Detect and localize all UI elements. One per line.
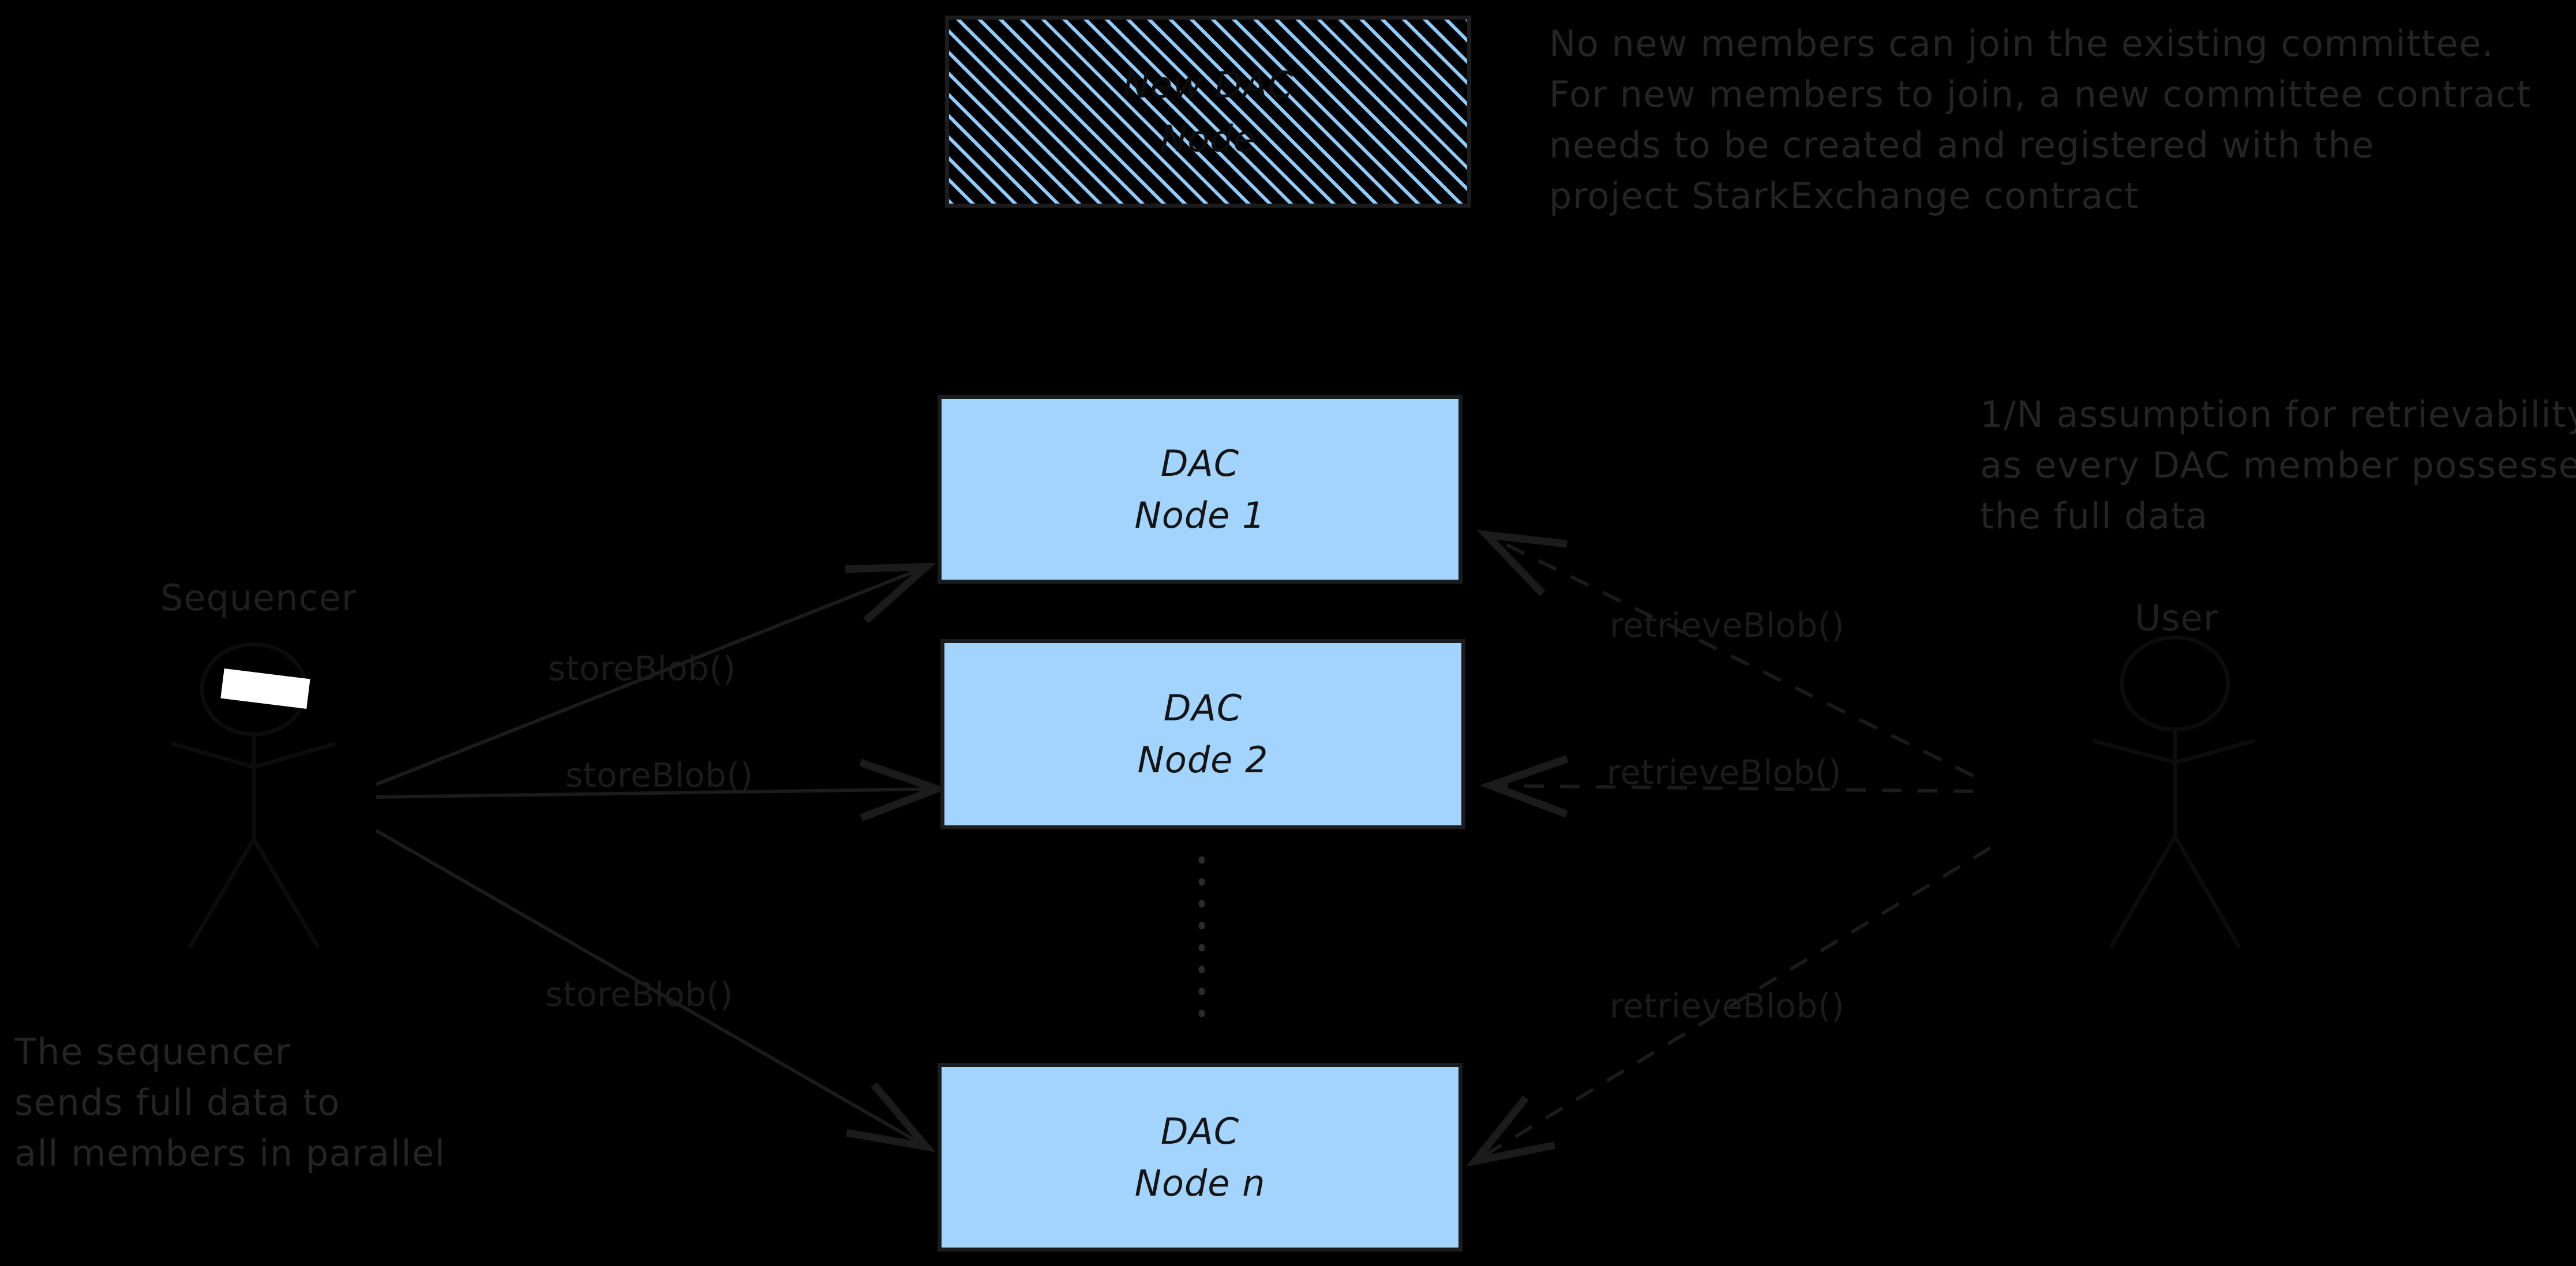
sequencer-label: Sequencer [160, 577, 357, 619]
edge-label-store-n: storeBlob() [545, 975, 733, 1014]
dac-node-1-box[interactable]: DAC Node 1 [938, 395, 1463, 584]
user-label: User [2135, 597, 2219, 639]
dac-node-1-line1: DAC [1160, 442, 1240, 484]
edge-label-store-2: storeBlob() [565, 756, 753, 795]
edge-label-retrieve-1: retrieveBlob() [1610, 606, 1845, 645]
edge-label-retrieve-n: retrieveBlob() [1610, 986, 1845, 1025]
annotation-retrievability: 1/N assumption for retrievability, as ev… [1980, 393, 2576, 538]
new-dac-node-line2: Node [1160, 117, 1256, 160]
dac-node-n-line1: DAC [1160, 1110, 1240, 1152]
edge-label-store-1: storeBlob() [548, 649, 736, 688]
dac-node-1-line2: Node 1 [1134, 494, 1266, 536]
dac-node-n-line2: Node n [1134, 1162, 1266, 1204]
new-dac-node-box[interactable]: New DAC Node [945, 16, 1471, 208]
dac-node-2-line2: Node 2 [1137, 739, 1269, 781]
annotation-sequencer-note: The sequencer sends full data to all mem… [14, 1031, 446, 1175]
dac-node-2-box[interactable]: DAC Node 2 [940, 639, 1465, 829]
sequencer-note-sticker [220, 668, 310, 709]
edge-label-retrieve-2: retrieveBlob() [1607, 753, 1842, 792]
dac-node-2-line1: DAC [1163, 687, 1243, 730]
new-dac-node-line1: New DAC [1123, 63, 1293, 106]
edge-retrieve-1 [1490, 536, 1974, 777]
annotation-committee: No new members can join the existing com… [1549, 22, 2532, 217]
dac-node-n-box[interactable]: DAC Node n [938, 1063, 1463, 1252]
user-figure [2092, 635, 2255, 948]
